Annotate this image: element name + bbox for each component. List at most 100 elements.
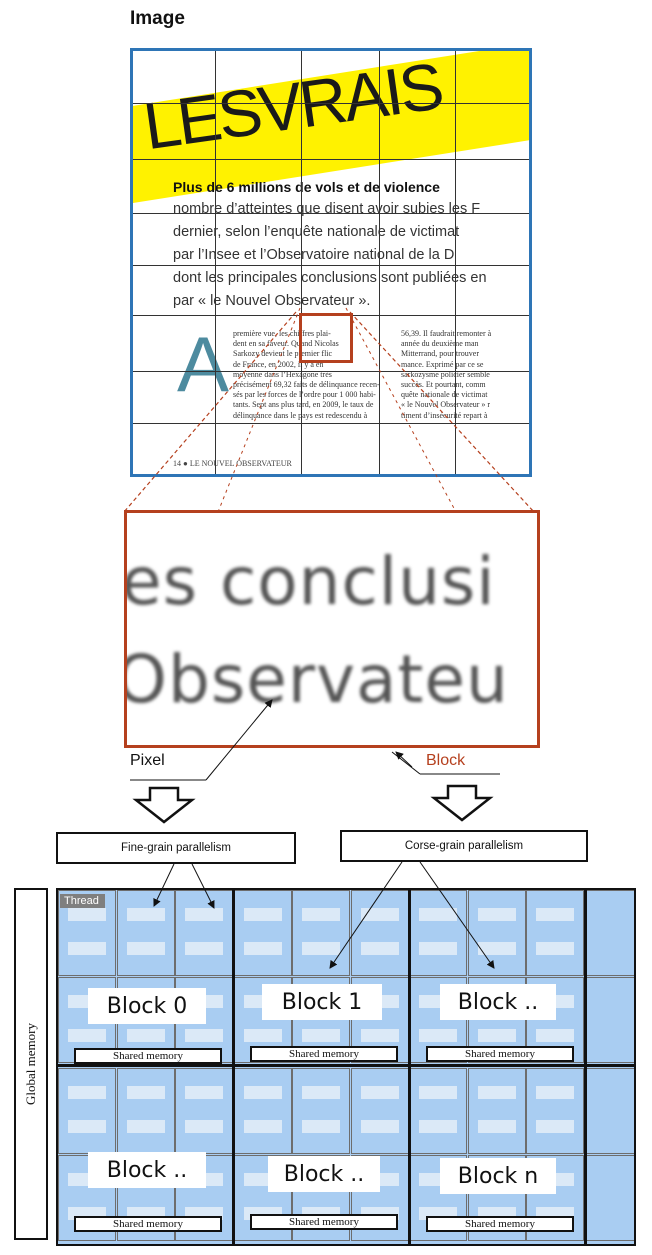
thread-indicator bbox=[302, 1029, 340, 1042]
thread-cell bbox=[116, 890, 175, 976]
newspaper-footer: 14 ● LE NOUVEL OBSERVATEUR bbox=[173, 459, 292, 468]
grid-line bbox=[133, 159, 529, 160]
thread-indicator bbox=[419, 1086, 457, 1099]
thread-indicator bbox=[360, 1120, 399, 1133]
thread-cell bbox=[467, 890, 526, 976]
coarse-grain-arrow bbox=[419, 861, 495, 969]
block-separator bbox=[232, 890, 235, 1244]
thread-indicator bbox=[126, 942, 165, 955]
grid-line bbox=[133, 423, 529, 424]
thread-indicator bbox=[126, 1029, 165, 1042]
thread-indicator bbox=[360, 1029, 399, 1042]
thread-label: Thread bbox=[60, 894, 105, 908]
block-separator bbox=[584, 890, 587, 1244]
grid-line bbox=[133, 265, 529, 266]
zoomed-block: es conclusi Observateu bbox=[124, 510, 540, 748]
thread-cell bbox=[58, 1068, 116, 1154]
fine-grain-arrow bbox=[191, 863, 215, 909]
zoom-connector bbox=[349, 311, 535, 513]
thread-indicator bbox=[302, 908, 340, 921]
grid-line bbox=[215, 51, 216, 474]
thread-indicator bbox=[302, 1086, 340, 1099]
thread-indicator bbox=[419, 1029, 457, 1042]
shared-memory-box: Shared memory bbox=[426, 1046, 574, 1062]
grid-line bbox=[133, 371, 529, 372]
thread-indicator bbox=[536, 1086, 574, 1099]
thread-indicator bbox=[477, 942, 516, 955]
grid-line bbox=[133, 103, 529, 104]
zoom-connector bbox=[217, 307, 301, 513]
thread-cell bbox=[292, 1068, 350, 1154]
thread-indicator bbox=[126, 908, 165, 921]
image-title: Image bbox=[130, 8, 185, 29]
gpu-grid: Thread Block 0 Block 1 Block .. Block ..… bbox=[56, 888, 636, 1246]
thread-cell bbox=[292, 1155, 350, 1241]
thread-indicator bbox=[419, 908, 457, 921]
fine-grain-arrow bbox=[153, 863, 175, 907]
newspaper-body-line: dernier, selon l’enquête nationale de vi… bbox=[173, 224, 460, 240]
down-arrow-icon bbox=[132, 786, 196, 824]
block-n-label: Block n bbox=[440, 1158, 556, 1194]
newspaper-dropcap: A bbox=[177, 320, 230, 408]
newspaper-body-line: par « le Nouvel Observateur ». bbox=[173, 293, 371, 309]
thread-indicator bbox=[243, 942, 282, 955]
thread-indicator bbox=[243, 1120, 282, 1133]
block-0-label: Block 0 bbox=[88, 988, 206, 1024]
thread-indicator bbox=[68, 1086, 106, 1099]
thread-indicator bbox=[68, 1029, 106, 1042]
thread-indicator bbox=[185, 908, 223, 921]
thread-indicator bbox=[536, 1120, 574, 1133]
grid-line bbox=[301, 51, 302, 474]
newspaper-column-1: première vue, les chiffres plai- dent en… bbox=[233, 329, 380, 420]
newspaper-body-line: dont les principales conclusions sont pu… bbox=[173, 270, 487, 286]
thread-indicator bbox=[302, 942, 340, 955]
newspaper-body-line: par l’Insee et l’Observatoire national d… bbox=[173, 247, 455, 263]
block-more-label: Block .. bbox=[440, 984, 556, 1020]
zoom-text-line: Observateu bbox=[124, 641, 509, 718]
thread-indicator bbox=[360, 908, 399, 921]
newspaper-subheading: Plus de 6 millions de vols et de violenc… bbox=[173, 179, 440, 195]
block-separator bbox=[58, 1064, 634, 1067]
block-more-label: Block .. bbox=[268, 1156, 380, 1192]
thread-indicator bbox=[243, 1029, 282, 1042]
grid-line bbox=[379, 51, 380, 474]
thread-cell bbox=[526, 1068, 584, 1154]
coarse-grain-box: Corse-grain parallelism bbox=[340, 830, 588, 862]
thread-indicator bbox=[477, 908, 516, 921]
thread-indicator bbox=[243, 1086, 282, 1099]
pixel-pointer-arrow bbox=[205, 699, 273, 781]
shared-memory-box: Shared memory bbox=[74, 1216, 222, 1232]
thread-indicator bbox=[419, 942, 457, 955]
thread-indicator bbox=[185, 1086, 223, 1099]
thread-indicator bbox=[360, 1086, 399, 1099]
thread-indicator bbox=[185, 942, 223, 955]
thread-indicator bbox=[477, 1120, 516, 1133]
fine-grain-box: Fine-grain parallelism bbox=[56, 832, 296, 864]
shared-memory-box: Shared memory bbox=[74, 1048, 222, 1064]
global-memory-box: Global memory bbox=[14, 888, 48, 1240]
thread-indicator bbox=[477, 1029, 516, 1042]
newspaper-image: LESVRAIS Plus de 6 millions de vols et d… bbox=[130, 48, 532, 477]
thread-indicator bbox=[185, 1029, 223, 1042]
newspaper-column-2: 56,39. Il faudrait remonter à année du d… bbox=[401, 329, 492, 420]
block-1-label: Block 1 bbox=[262, 984, 382, 1020]
thread-cell bbox=[292, 977, 350, 1063]
coarse-grain-arrow bbox=[329, 861, 403, 969]
thread-cell bbox=[292, 890, 350, 976]
down-arrow-icon bbox=[430, 784, 494, 822]
thread-cell bbox=[467, 1068, 526, 1154]
thread-indicator bbox=[419, 1120, 457, 1133]
thread-indicator bbox=[536, 908, 574, 921]
thread-indicator bbox=[68, 908, 106, 921]
thread-cell bbox=[58, 1155, 116, 1241]
thread-indicator bbox=[536, 1029, 574, 1042]
thread-cell bbox=[526, 1155, 584, 1241]
block-pointer-arrow bbox=[395, 751, 413, 768]
thread-indicator bbox=[185, 1120, 223, 1133]
thread-indicator bbox=[126, 1120, 165, 1133]
thread-cell bbox=[526, 890, 584, 976]
thread-indicator bbox=[477, 1086, 516, 1099]
